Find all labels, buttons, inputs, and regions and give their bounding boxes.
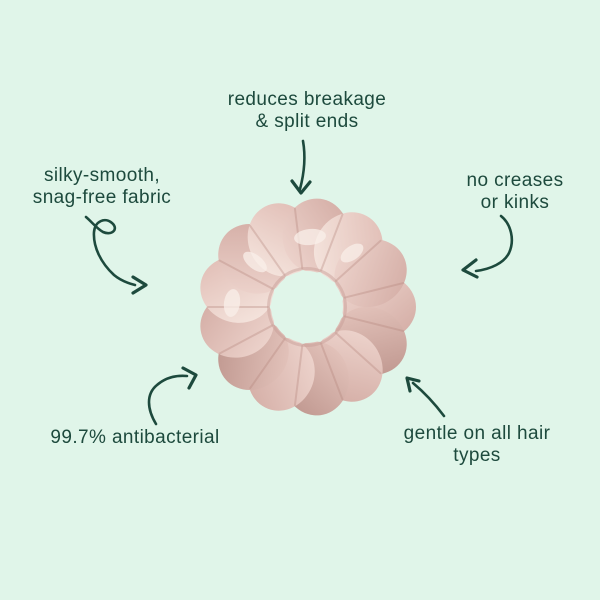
arrow-top [290, 139, 312, 195]
callout-left-line-1: silky-smooth, [43, 165, 161, 186]
scrunchie-creases [207, 207, 405, 407]
arrow-right-head [461, 258, 479, 279]
callout-bottom-right-label: gentle on all hair types [404, 423, 551, 467]
arrow-bottom-right-head [405, 376, 421, 393]
scrunchie-hole [271, 271, 343, 343]
scrunchie-sheen-highlights [223, 228, 364, 317]
arrow-bottom-left [147, 366, 198, 426]
arrow-bottom-right [405, 376, 446, 418]
scrunchie-hole-rim [267, 267, 347, 347]
scrunchie-image [200, 198, 416, 416]
callout-right-line-2: or kinks [480, 192, 550, 213]
arrow-top-head [290, 179, 312, 195]
arrow-bottom-left-head [181, 366, 198, 390]
callout-bottom-right-line-1: gentle on all hair [403, 423, 551, 444]
callout-top-line-1: reduces breakage [227, 89, 387, 110]
arrow-left [84, 215, 148, 295]
callout-bottom-left-line-1: 99.7% antibacterial [50, 427, 220, 448]
callout-right-line-1: no creases [466, 170, 564, 191]
callout-right-label: no creases or kinks [467, 170, 564, 214]
callout-left-line-2: snag-free fabric [32, 187, 172, 208]
callout-top-label: reduces breakage & split ends [228, 89, 387, 133]
arrow-right [461, 214, 514, 279]
callout-top-line-2: & split ends [255, 111, 359, 132]
callout-bottom-left-label: 99.7% antibacterial [50, 427, 219, 449]
arrow-left-head [131, 275, 148, 295]
callout-bottom-right-line-2: types [453, 445, 501, 466]
callout-left-label: silky-smooth, snag-free fabric [33, 165, 171, 209]
